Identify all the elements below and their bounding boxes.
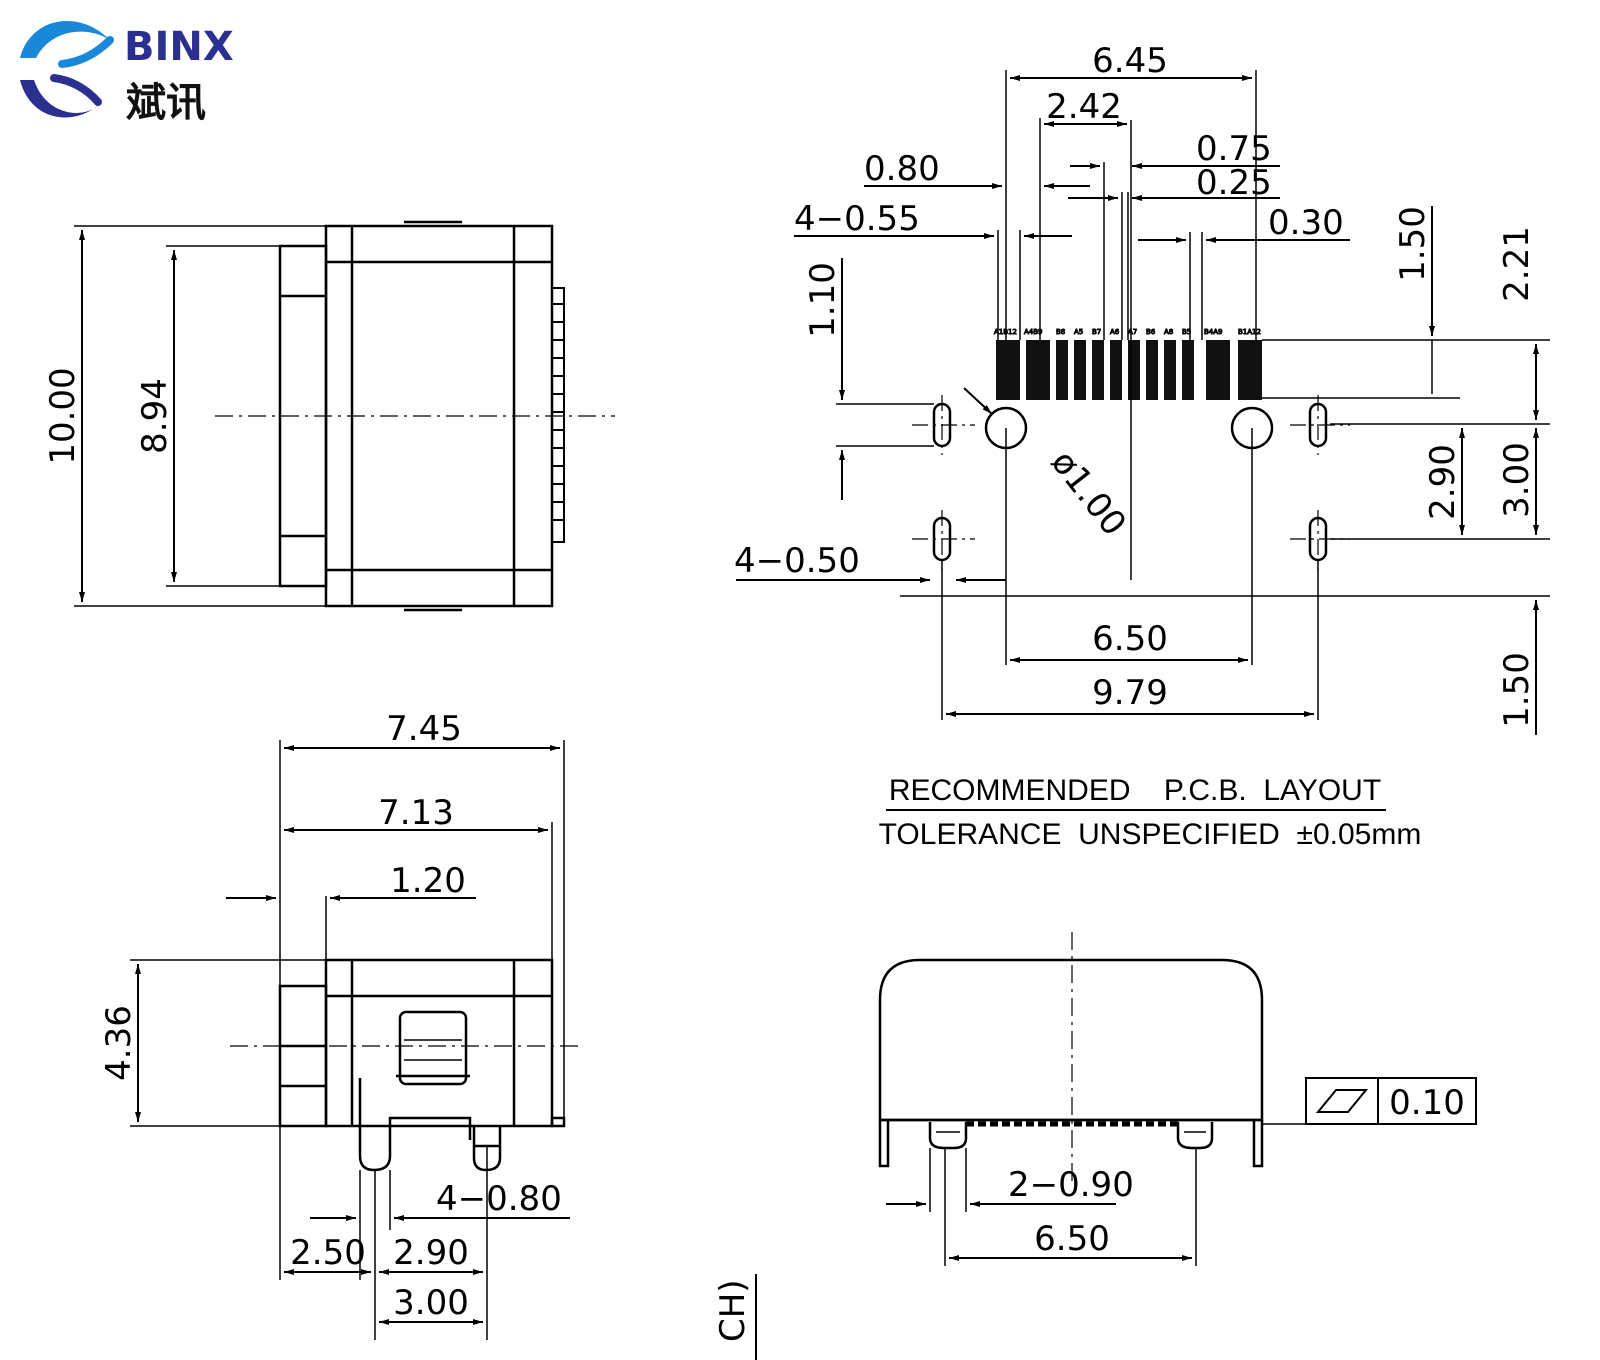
dim-4-0-80: 4−0.80 — [436, 1179, 562, 1219]
dim-7-13: 7.13 — [378, 793, 454, 833]
dim-4-36: 4.36 — [99, 1005, 139, 1081]
dim-2-90-side: 2.90 — [393, 1233, 469, 1273]
pad-label: A7 — [1128, 328, 1137, 336]
dim-8-94: 8.94 — [135, 378, 175, 454]
brand-logo: BINX 斌讯 — [20, 20, 234, 126]
pad-label: B1A12 — [1238, 328, 1261, 336]
dim-2-42: 2.42 — [1046, 87, 1122, 127]
pcb-dimension-lines — [736, 75, 1539, 735]
dim-1-10: 1.10 — [803, 262, 843, 338]
note-recommended: RECOMMENDED P.C.B. LAYOUT — [889, 774, 1381, 807]
dim-0-30: 0.30 — [1268, 203, 1344, 243]
pcb-layout: A1B12 A4B9 B8 A5 B7 A6 A7 B6 A8 B5 B4A9 … — [736, 70, 1550, 735]
dim-9-79: 9.79 — [1092, 673, 1168, 713]
dim-2-0-90: 2−0.90 — [1008, 1165, 1134, 1205]
edge-text: CH) — [713, 1279, 753, 1342]
dim-1-20: 1.20 — [390, 861, 466, 901]
pcb-holes — [932, 402, 1328, 562]
pad-label: A5 — [1074, 328, 1083, 336]
edge-fragment: CH) — [713, 1274, 757, 1360]
pad-label: A6 — [1110, 328, 1120, 336]
pcb-extension-lines — [836, 70, 1550, 540]
dim-0-80: 0.80 — [864, 149, 940, 189]
dim-2-50: 2.50 — [290, 1233, 366, 1273]
dim-6-45: 6.45 — [1092, 41, 1168, 81]
dim-0-75: 0.75 — [1196, 129, 1272, 169]
dim-3-00-side: 3.00 — [393, 1283, 469, 1323]
pad-label: B4A9 — [1204, 328, 1223, 336]
dim-4-0-50: 4−0.50 — [734, 541, 860, 581]
layout-notes: RECOMMENDED P.C.B. LAYOUT TOLERANCE UNSP… — [879, 774, 1422, 851]
flatness-value: 0.10 — [1389, 1083, 1465, 1123]
dim-6-50-pcb: 6.50 — [1092, 619, 1168, 659]
flatness-icon — [1315, 1089, 1369, 1113]
dim-1-50-lower: 1.50 — [1497, 652, 1537, 728]
dim-hole-dia: ø1.00 — [1043, 443, 1134, 544]
pad-label: A4B9 — [1024, 328, 1043, 336]
dim-2-21: 2.21 — [1497, 226, 1537, 302]
logo-swirl-icon — [20, 20, 114, 118]
dim-6-50-front: 6.50 — [1034, 1219, 1110, 1259]
side-view — [130, 740, 584, 1340]
pad-label: B7 — [1092, 328, 1101, 336]
dim-7-45: 7.45 — [386, 709, 462, 749]
pad-label: B5 — [1182, 328, 1191, 336]
note-tolerance: TOLERANCE UNSPECIFIED ±0.05mm — [879, 818, 1422, 851]
dim-4-0-55: 4−0.55 — [794, 199, 920, 239]
pad-label: B8 — [1056, 328, 1065, 336]
dim-3-00: 3.00 — [1497, 442, 1537, 518]
dim-10-00: 10.00 — [43, 367, 83, 464]
brand-name: BINX — [124, 24, 234, 70]
dim-1-50-upper: 1.50 — [1393, 206, 1433, 282]
pad-label: B6 — [1146, 328, 1156, 336]
flatness-frame — [1262, 1077, 1477, 1125]
dim-0-25: 0.25 — [1196, 163, 1272, 203]
top-view-pins — [551, 287, 565, 543]
top-view — [74, 220, 615, 612]
dim-2-90: 2.90 — [1423, 444, 1463, 520]
pcb-pads — [996, 340, 1262, 400]
pad-label: A8 — [1164, 328, 1173, 336]
front-view — [878, 932, 1477, 1266]
brand-name-cn: 斌讯 — [126, 80, 206, 126]
